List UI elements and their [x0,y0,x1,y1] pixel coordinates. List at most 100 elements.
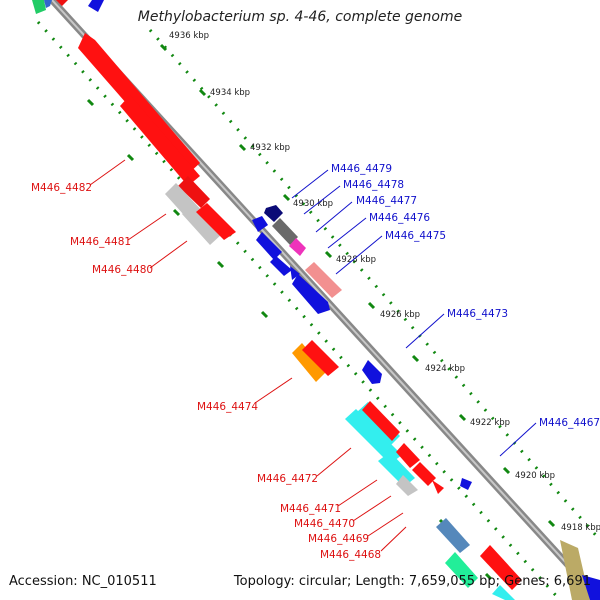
tick-mark [159,43,168,52]
callout-line [149,240,188,269]
gene-arrow[interactable] [88,0,104,12]
gene-arrow[interactable] [270,256,292,276]
gene-M446_4469-arrow[interactable] [412,462,436,486]
kbp-ticks [159,43,556,528]
gene-arrow[interactable] [362,401,400,441]
reverse-gene-labels: M446_4482 M446_4481 M446_4480 M446_4474 … [31,182,381,561]
gene-arrow[interactable] [252,216,268,232]
gene-arrow[interactable] [178,176,210,208]
tick-mark [238,143,247,152]
gene-arrow[interactable] [302,340,339,376]
gene-arrow[interactable] [120,95,200,186]
reverse-strand-genes [32,0,522,600]
callout-line [254,377,293,404]
gene-arrow[interactable] [290,266,300,280]
tick-label: 4920 kbp [515,471,555,481]
gene-M446_4479-arrow[interactable] [264,205,283,222]
gene-label-M446_4470[interactable]: M446_4470 [294,518,355,530]
gene-arrow[interactable] [492,585,515,600]
gene-label-M446_4475[interactable]: M446_4475 [385,230,446,242]
tick-mark [198,88,207,97]
inner-dotted-track [36,20,562,600]
tick-mark [260,310,269,319]
tick-mark [126,153,135,162]
callout-line [303,185,341,215]
gene-M446_4475-arrow[interactable] [305,262,342,298]
gene-arrow[interactable] [56,0,68,6]
gene-label-M446_4477[interactable]: M446_4477 [356,195,417,207]
reverse-callout-lines [89,159,407,552]
gene-M446_4470-arrow[interactable] [396,443,420,468]
tick-label: 4928 kbp [336,255,376,265]
callout-line [316,447,352,477]
gene-M446_4468-arrow[interactable] [432,480,444,494]
callout-line [315,201,353,233]
tick-label: 4936 kbp [169,31,209,41]
callout-line [499,422,537,457]
gene-label-M446_4474[interactable]: M446_4474 [197,401,258,413]
gene-label-M446_4471[interactable]: M446_4471 [280,503,341,515]
tick-label: 4922 kbp [470,418,510,428]
tick-mark [216,260,225,269]
accession-text: Accession: NC_010511 [9,574,157,589]
gene-arrow[interactable] [196,203,236,240]
tick-label: 4930 kbp [293,199,333,209]
gene-label-M446_4476[interactable]: M446_4476 [369,212,430,224]
callout-line [327,217,367,249]
callout-line [337,479,378,507]
callout-line [335,235,383,275]
gene-M446_4476-arrow[interactable] [256,232,282,260]
tick-mark [282,193,291,202]
gene-arrow[interactable] [32,0,46,14]
gene-label-M446_4472[interactable]: M446_4472 [257,473,318,485]
gene-M446_4473-arrow[interactable] [362,360,382,384]
gene-M446_4478-arrow[interactable] [272,218,298,245]
forward-gene-labels: M446_4479 M446_4478 M446_4477 M446_4476 … [331,163,600,429]
gene-arrow[interactable] [292,274,330,314]
forward-callout-lines [291,169,537,457]
gene-arrow[interactable] [445,552,478,588]
callout-line [352,495,392,522]
gene-label-M446_4482[interactable]: M446_4482 [31,182,92,194]
gene-arrow[interactable] [436,518,470,553]
tick-mark [172,208,181,217]
gene-arrow[interactable] [44,0,52,8]
gene-M446_4477-arrow[interactable] [289,238,306,256]
callout-line [405,313,445,349]
callout-line [127,213,167,241]
gene-label-M446_4469[interactable]: M446_4469 [308,533,369,545]
gene-label-M446_4481[interactable]: M446_4481 [70,236,131,248]
tick-label: 4934 kbp [210,88,250,98]
forward-strand-genes [88,0,600,600]
callout-line [291,169,329,199]
tick-label: 4932 kbp [250,143,290,153]
tick-mark [86,98,95,107]
tick-label: 4918 kbp [561,523,600,533]
gene-M446_4467-arrow[interactable] [460,478,472,490]
gene-arrow[interactable] [480,545,522,590]
gene-label-M446_4480[interactable]: M446_4480 [92,264,153,276]
gene-arrow[interactable] [582,575,600,600]
gene-label-M446_4468[interactable]: M446_4468 [320,549,381,561]
genome-summary-text: Topology: circular; Length: 7,659,055 bp… [233,574,591,589]
kbp-tick-labels: 4936 kbp 4934 kbp 4932 kbp 4930 kbp 4928… [169,31,600,533]
tick-mark [547,519,556,528]
gene-M446_4474-arrow[interactable] [292,343,326,382]
gene-label-M446_4473[interactable]: M446_4473 [447,308,508,320]
gene-arrow[interactable] [560,540,590,600]
callout-line [89,159,126,186]
gene-M446_4472-arrow[interactable] [345,409,402,464]
gene-label-M446_4479[interactable]: M446_4479 [331,163,392,175]
gene-label-M446_4467[interactable]: M446_4467 [539,417,600,429]
gene-M446_4480-arrow[interactable] [182,203,222,245]
map-title: Methylobacterium sp. 4-46, complete geno… [137,9,463,25]
tick-label: 4924 kbp [425,364,465,374]
gene-label-M446_4478[interactable]: M446_4478 [343,179,404,191]
gene-arrow[interactable] [396,475,418,496]
tick-label: 4926 kbp [380,310,420,320]
tick-mark [502,466,511,475]
gene-M446_4482-arrow[interactable] [78,33,200,174]
tick-mark [411,354,420,363]
